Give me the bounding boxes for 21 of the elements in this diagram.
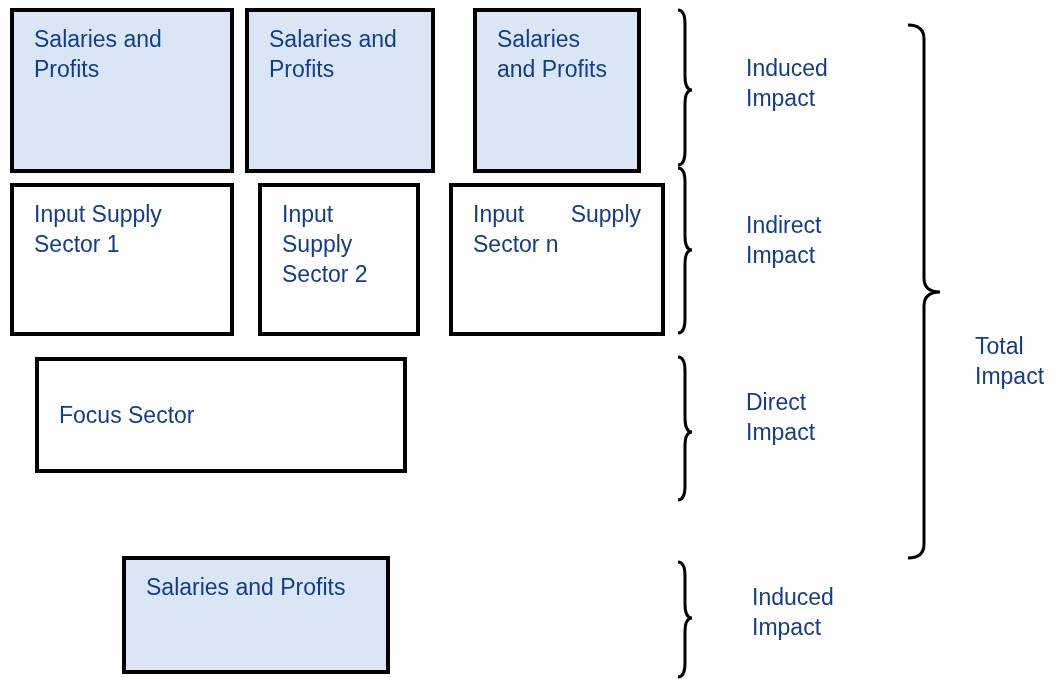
sector-box	[35, 357, 407, 473]
sector-box	[10, 8, 234, 173]
box-label: Salaries and Profits	[269, 25, 398, 84]
box-label: Input Supply Sector 2	[282, 200, 369, 289]
sector-box	[473, 8, 641, 173]
impact-label: Induced Impact	[752, 583, 835, 642]
box-label: Input Supply Sector n	[473, 200, 641, 259]
sector-box	[258, 183, 420, 336]
impact-label: Total Impact	[975, 332, 1046, 391]
sector-box	[245, 8, 435, 173]
box-label: Focus Sector	[59, 401, 195, 430]
box-label: Salaries and Profits	[146, 573, 347, 602]
sector-box	[122, 556, 390, 674]
box-label: Salaries and Profits	[497, 25, 608, 84]
impact-label: Induced Impact	[746, 54, 829, 113]
impact-label: Indirect Impact	[746, 211, 823, 270]
box-label: Salaries and Profits	[34, 25, 163, 84]
sector-box	[449, 183, 665, 336]
sector-box	[10, 183, 234, 336]
impact-label: Direct Impact	[746, 388, 817, 447]
box-label: Input Supply Sector 1	[34, 200, 163, 259]
